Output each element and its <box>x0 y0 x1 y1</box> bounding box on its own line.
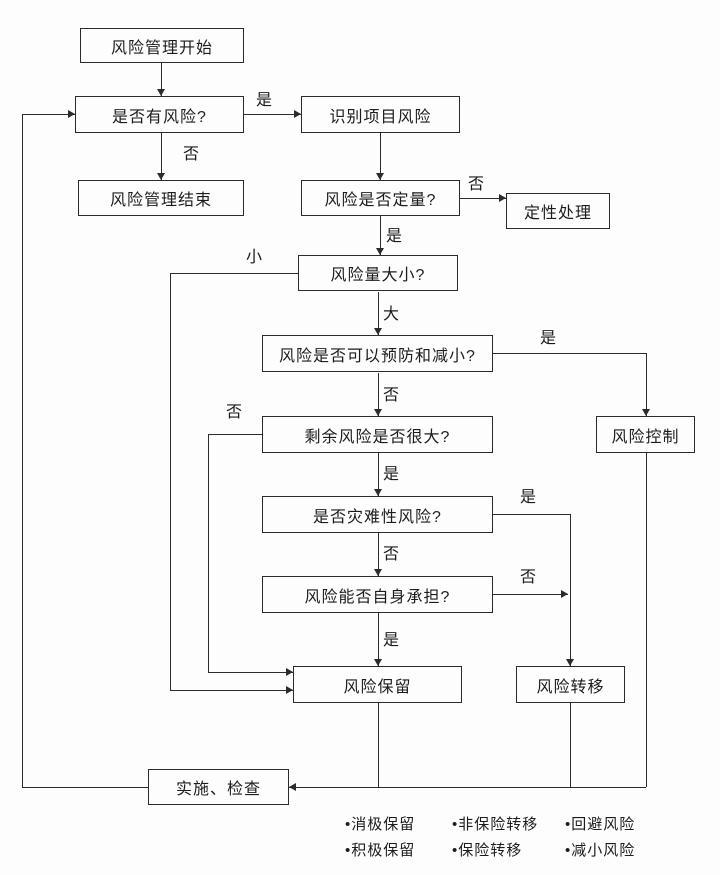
edge-quantitative-to-magnitude <box>380 216 381 255</box>
node-risk-transfer: 风险转移 <box>516 666 625 703</box>
edge-label-yes: 是 <box>386 228 403 245</box>
node-risk-management-end: 风险管理结束 <box>78 180 244 216</box>
edge-hasrisk-to-identify <box>244 114 301 115</box>
edge-start-to-hasrisk <box>161 63 162 96</box>
arrowhead-down <box>376 248 384 255</box>
node-qualitative-processing: 定性处理 <box>506 193 610 229</box>
edge-hasrisk-to-end <box>161 133 162 180</box>
legend-item: •保险转移 <box>452 842 523 859</box>
edge-implement-loop <box>22 114 75 115</box>
node-risk-management-start: 风险管理开始 <box>80 28 244 63</box>
edge-catastrophic-yes-to-transfer <box>493 514 570 515</box>
edge-label-yes: 是 <box>383 632 400 649</box>
node-self-bear-decision: 风险能否自身承担? <box>262 576 493 613</box>
edge-selfbear-no-to-transfer <box>493 594 568 595</box>
arrowhead-down <box>374 569 382 576</box>
node-risk-preventable-decision: 风险是否可以预防和减小? <box>262 335 493 372</box>
edge-label-yes: 是 <box>383 466 400 483</box>
edge-label-no: 否 <box>226 404 243 421</box>
edge-prevent-no-to-residual <box>378 373 379 416</box>
edge-label-no: 否 <box>520 569 537 586</box>
edge-retention-to-implement <box>378 703 379 787</box>
node-risk-retention: 风险保留 <box>293 666 462 703</box>
edge-label-large: 大 <box>383 306 400 323</box>
node-catastrophic-risk-decision: 是否灾难性风险? <box>262 496 493 533</box>
arrowhead-right <box>499 194 506 202</box>
arrowhead-down <box>374 659 382 666</box>
node-risk-magnitude-decision: 风险量大小? <box>298 255 458 291</box>
edge-label-no: 否 <box>383 387 400 404</box>
arrowhead-down <box>642 409 650 416</box>
edge-catastrophic-no-to-selfbear <box>378 533 379 576</box>
node-risk-quantitative-decision: 风险是否定量? <box>301 180 460 216</box>
node-identify-project-risk: 识别项目风险 <box>301 96 460 133</box>
edge-label-no: 否 <box>468 176 485 193</box>
edge-prevent-yes-to-control <box>493 353 646 354</box>
arrowhead-right <box>561 590 568 598</box>
edge-implement-loop <box>22 114 23 787</box>
edge-prevent-yes-to-control <box>646 353 647 416</box>
edge-residual-no-to-retention <box>208 672 293 673</box>
edge-control-to-implement <box>646 453 647 787</box>
arrowhead-right <box>286 686 293 694</box>
legend-item: •减小风险 <box>565 842 636 859</box>
node-has-risk-decision: 是否有风险? <box>75 96 244 133</box>
edge-magnitude-large-to-prevent <box>378 292 379 335</box>
arrowhead-down <box>374 409 382 416</box>
edge-label-yes: 是 <box>540 330 557 347</box>
edge-implement-loop <box>22 787 148 788</box>
legend-item: •非保险转移 <box>452 816 539 833</box>
arrowhead-left <box>289 783 296 791</box>
edge-residual-yes-to-catastrophic <box>378 453 379 496</box>
arrowhead-down <box>566 659 574 666</box>
edge-label-yes: 是 <box>520 489 537 506</box>
edge-merge-to-implement <box>289 787 646 788</box>
legend-item: •消极保留 <box>345 816 416 833</box>
arrowhead-down <box>374 489 382 496</box>
edge-identify-to-quantitative <box>380 133 381 180</box>
edge-magnitude-small-to-retention <box>170 273 171 690</box>
arrowhead-down <box>157 89 165 96</box>
legend-item: •积极保留 <box>345 842 416 859</box>
edge-label-no: 否 <box>383 546 400 563</box>
edge-selfbear-yes-to-retention <box>378 613 379 666</box>
edge-label-yes: 是 <box>256 92 273 109</box>
edge-residual-no-to-retention <box>208 434 209 672</box>
arrowhead-right <box>294 110 301 118</box>
edge-quantitative-to-qualitative <box>460 198 506 199</box>
arrowhead-down <box>374 328 382 335</box>
node-implement-inspect: 实施、检查 <box>148 769 289 805</box>
edge-catastrophic-yes-to-transfer <box>570 514 571 666</box>
arrowhead-down <box>376 173 384 180</box>
edge-residual-no-to-retention <box>208 434 262 435</box>
arrowhead-down <box>157 173 165 180</box>
edge-label-no: 否 <box>183 146 200 163</box>
edge-label-small: 小 <box>246 249 263 266</box>
arrowhead-right <box>68 110 75 118</box>
node-risk-control: 风险控制 <box>596 416 695 453</box>
edge-transfer-to-implement <box>570 703 571 787</box>
edge-magnitude-small-to-retention <box>170 690 293 691</box>
arrowhead-right <box>286 668 293 676</box>
node-residual-risk-decision: 剩余风险是否很大? <box>262 416 493 453</box>
legend-item: •回避风险 <box>565 816 636 833</box>
edge-magnitude-small-to-retention <box>170 273 298 274</box>
